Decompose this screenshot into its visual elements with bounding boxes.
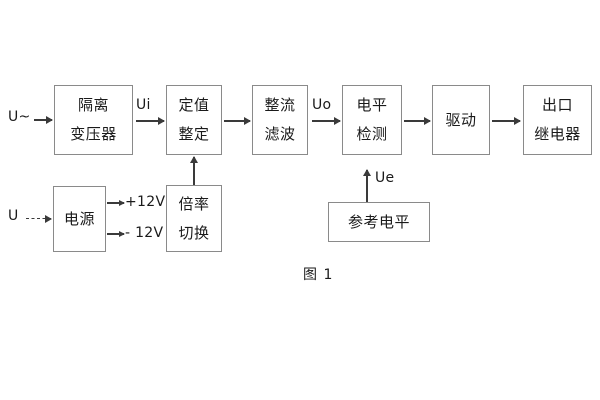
- block-setting-value-line-2: 整定: [178, 125, 210, 143]
- block-level-detection: 电平 检测: [342, 85, 402, 155]
- block-power-supply: 电源: [53, 186, 106, 252]
- arrow-rectify-filter-to-level-detection: [312, 120, 340, 122]
- input-ac-label: U~: [8, 109, 31, 125]
- rail-negative-label: - 12V: [125, 225, 164, 241]
- arrow-multiplier-switch-to-setting-value: [193, 157, 195, 185]
- arrow-isolation-transformer-to-setting-value: [136, 120, 164, 122]
- arrow-reference-level-to-level-detection: [366, 170, 368, 202]
- arrow-setting-value-to-rectify-filter: [224, 120, 250, 122]
- block-drive-line-1: 驱动: [445, 110, 477, 129]
- block-multiplier-switch-line-2: 切换: [178, 223, 210, 242]
- block-reference-level-line-1: 参考电平: [347, 212, 410, 231]
- signal-ui-label: Ui: [136, 97, 151, 113]
- input-dc-label: U: [8, 208, 19, 224]
- block-rectify-filter: 整流 滤波: [252, 85, 308, 155]
- arrow-level-detection-to-drive: [404, 120, 430, 122]
- block-output-relay: 出口 继电器: [523, 85, 592, 155]
- block-output-relay-line-1: 出口: [541, 96, 573, 114]
- block-isolation-transformer-line-2: 变压器: [70, 125, 117, 143]
- block-level-detection-line-1: 电平: [356, 96, 388, 114]
- signal-uo-label: Uo: [312, 97, 332, 113]
- arrow-rail-positive: [107, 202, 124, 204]
- block-power-supply-line-1: 电源: [63, 209, 95, 228]
- block-rectify-filter-line-2: 滤波: [264, 125, 296, 143]
- arrow-input-dc-to-power-supply: [26, 218, 51, 219]
- block-isolation-transformer-line-1: 隔离: [77, 96, 109, 114]
- arrow-rail-negative: [107, 233, 124, 235]
- block-drive: 驱动: [432, 85, 490, 155]
- block-isolation-transformer: 隔离 变压器: [54, 85, 133, 155]
- figure-caption: 图 1: [303, 267, 334, 283]
- block-setting-value-line-1: 定值: [178, 96, 210, 114]
- arrow-drive-to-output-relay: [492, 120, 520, 122]
- block-multiplier-switch: 倍率 切换: [166, 185, 222, 252]
- rail-positive-label: +12V: [125, 194, 166, 210]
- block-multiplier-switch-line-1: 倍率: [178, 194, 210, 213]
- block-level-detection-line-2: 检测: [356, 125, 388, 143]
- arrow-input-ac-to-isolation-transformer: [34, 119, 52, 121]
- block-rectify-filter-line-1: 整流: [264, 96, 296, 114]
- block-setting-value: 定值 整定: [166, 85, 222, 155]
- block-output-relay-line-2: 继电器: [534, 125, 581, 143]
- signal-ue-label: Ue: [375, 170, 395, 186]
- block-reference-level: 参考电平: [328, 202, 430, 242]
